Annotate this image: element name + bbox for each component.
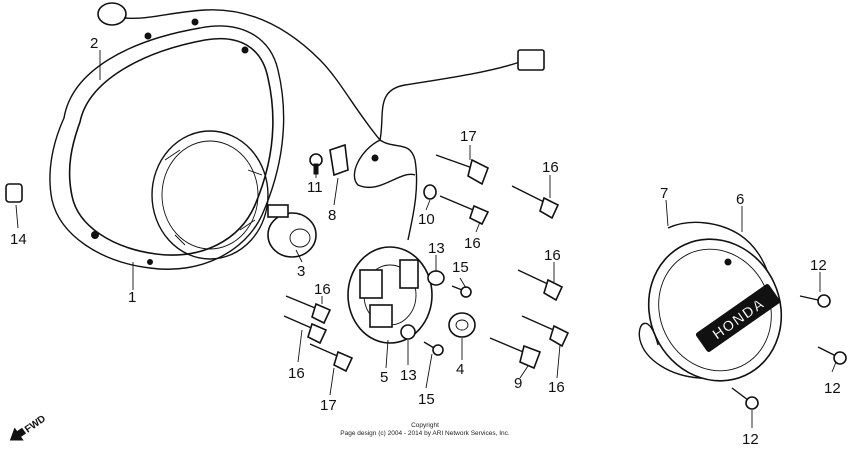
callout-15-lower: 15 xyxy=(418,391,435,408)
callout-2: 2 xyxy=(90,35,98,52)
generator-cover: HONDA xyxy=(638,221,783,382)
callout-13-lower: 13 xyxy=(400,367,417,384)
left-crankcase-cover xyxy=(49,25,285,270)
bolt-16-right-lower xyxy=(521,315,570,348)
callout-16-center: 16 xyxy=(464,235,481,252)
wire-harness xyxy=(97,2,545,241)
callout-9: 9 xyxy=(514,375,522,392)
bolt-16-left-upper xyxy=(285,295,332,325)
copyright-line-1: Copyright xyxy=(411,422,439,429)
callout-17-upper: 17 xyxy=(460,128,477,145)
bolt-16-top-right xyxy=(511,185,560,220)
callout-16-left-upper: 16 xyxy=(314,281,331,298)
callout-12-right-lower: 12 xyxy=(824,380,841,397)
bolt-17-lower xyxy=(309,343,354,373)
copyright-line-2: Page design (c) 2004 - 2014 by ARI Netwo… xyxy=(340,430,510,437)
callout-numbers: 1 2 3 4 5 6 7 8 9 10 11 12 12 12 13 13 1… xyxy=(10,35,841,448)
screw-15-upper xyxy=(451,285,472,298)
screw-15-lower xyxy=(423,341,444,356)
callout-15-upper: 15 xyxy=(452,259,469,276)
forward-arrow-icon xyxy=(9,427,27,441)
bolt-16-mid-right xyxy=(517,269,564,302)
callout-7: 7 xyxy=(660,185,668,202)
callout-16-right-lower: 16 xyxy=(548,379,565,396)
forward-arrow: FWD xyxy=(9,413,48,441)
screw-12-bottom xyxy=(731,387,759,410)
callout-1: 1 xyxy=(128,289,136,306)
bolt-9 xyxy=(489,337,542,370)
copyright-notice: Copyright Page design (c) 2004 - 2014 by… xyxy=(340,422,510,437)
callout-leaders xyxy=(15,50,837,428)
screw-11 xyxy=(309,153,323,175)
cover-gasket xyxy=(49,25,285,270)
callout-11: 11 xyxy=(307,179,323,196)
harness-connector xyxy=(517,49,545,71)
callout-13-upper: 13 xyxy=(428,240,445,257)
callout-5: 5 xyxy=(380,369,388,386)
callout-17-lower: 17 xyxy=(320,397,337,414)
callout-14: 14 xyxy=(10,231,27,248)
callout-10: 10 xyxy=(418,211,435,228)
callout-3: 3 xyxy=(297,263,305,280)
washer-10 xyxy=(423,184,437,200)
callout-8: 8 xyxy=(328,207,336,224)
callout-4: 4 xyxy=(456,361,464,378)
rotor-nut xyxy=(448,312,476,338)
bolt-16-left-lower xyxy=(283,315,328,345)
bolt-17-upper xyxy=(435,154,490,186)
stator xyxy=(347,246,445,344)
dowel-pin-14 xyxy=(5,183,23,203)
screw-12-right-lower xyxy=(817,346,847,365)
callout-16-mid-right: 16 xyxy=(544,247,561,264)
wire-clamp xyxy=(329,143,349,177)
generator-cover-body xyxy=(647,238,783,382)
callout-16-top-right: 16 xyxy=(542,159,559,176)
cover-opening xyxy=(151,130,269,260)
screw-12-right xyxy=(799,294,831,308)
pulse-generator xyxy=(267,204,317,258)
callout-6: 6 xyxy=(736,191,744,208)
callout-12-right: 12 xyxy=(810,257,827,274)
fwd-label: FWD xyxy=(23,413,48,435)
callout-12-bottom: 12 xyxy=(742,431,759,448)
callout-16-left-lower: 16 xyxy=(288,365,305,382)
bolt-16-center xyxy=(439,195,490,226)
neutral-switch xyxy=(97,2,127,26)
